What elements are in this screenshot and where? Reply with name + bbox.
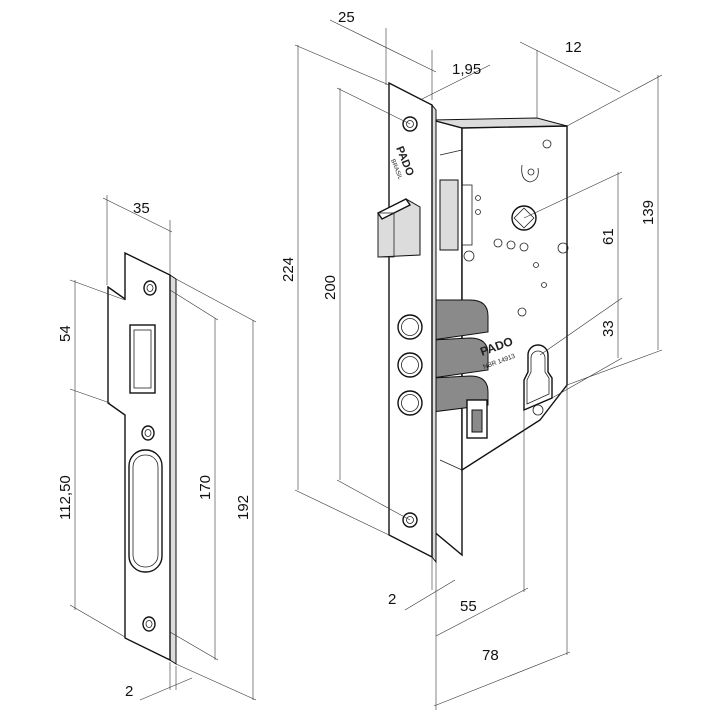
strike-plate-dimensions: 35 54 112,50 170 192 2 <box>57 195 257 701</box>
dim-faceplate-width: 25 <box>338 9 355 26</box>
dim-strike-inner: 170 <box>197 475 214 500</box>
dim-cylinder-offset: 33 <box>600 320 617 337</box>
dim-strike-lower: 112,50 <box>57 475 74 520</box>
lock-body-dimensions: 25 1,95 12 224 200 139 61 33 <box>280 9 663 710</box>
dim-faceplate-thickness: 2 <box>388 591 396 608</box>
strike-bolt-slot <box>128 449 163 573</box>
dim-handle-to-cylinder: 61 <box>600 228 617 245</box>
dim-depth: 12 <box>565 39 582 56</box>
strike-plate-edge <box>169 274 177 665</box>
dim-screw-spacing: 200 <box>322 275 339 300</box>
dim-backset: 55 <box>460 598 477 615</box>
strike-screw-hole-top <box>143 280 157 296</box>
faceplate-bolt-holes <box>397 314 423 416</box>
strike-plate <box>107 251 177 665</box>
dim-strike-total: 192 <box>235 495 252 520</box>
strike-screw-hole-middle <box>141 425 155 441</box>
latch-bolt <box>376 198 421 258</box>
strike-screw-hole-bottom <box>142 616 156 632</box>
dim-faceplate-height: 224 <box>280 257 297 282</box>
lock-body: PADO NBR 14913 P <box>376 81 569 564</box>
dim-strike-upper: 54 <box>57 325 74 342</box>
dim-faceplate-offset: 1,95 <box>452 61 481 78</box>
lock-deadbolts <box>431 299 489 413</box>
dim-body-width: 78 <box>482 647 499 664</box>
dim-body-height: 139 <box>640 200 657 225</box>
strike-latch-window <box>129 324 156 394</box>
dim-strike-width: 35 <box>133 200 150 217</box>
dim-strike-thickness: 2 <box>125 683 133 700</box>
